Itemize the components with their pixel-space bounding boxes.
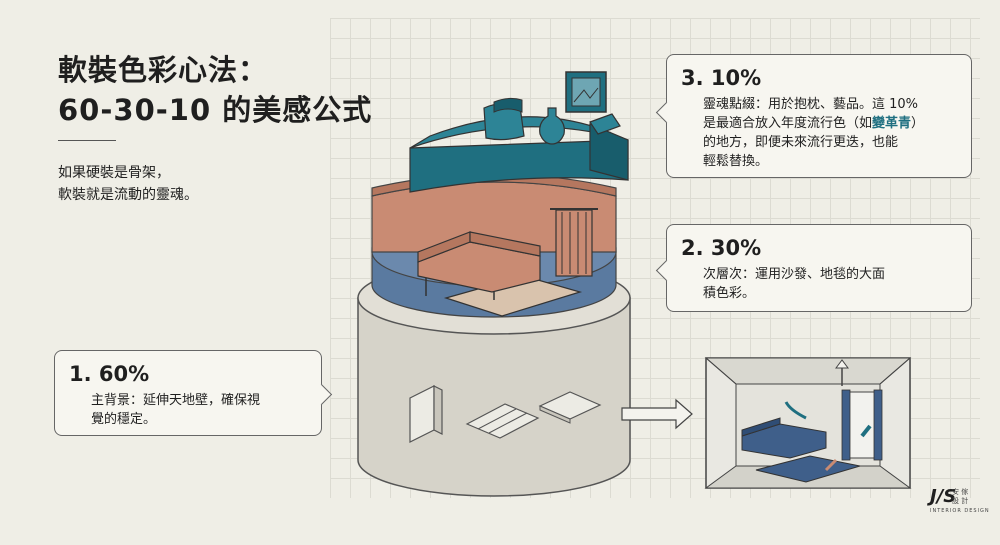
title-divider — [58, 140, 116, 141]
brand-logo: J/S INTERIOR DESIGN 安 傢 設 計 — [930, 486, 990, 515]
folded-throw-icon — [589, 113, 621, 135]
pillow-icon — [483, 97, 525, 141]
callout-30-percent: 2. 30% 次層次：運用沙發、地毯的大面 積色彩。 — [655, 224, 972, 312]
callout-30-title: 2. 30% — [681, 236, 762, 260]
logo-cjk-line-1: 安 傢 — [952, 488, 969, 496]
callout-10-line-4: 輕鬆替換。 — [703, 154, 769, 169]
room-illustration — [704, 357, 912, 489]
logo-cjk: 安 傢 設 計 — [952, 488, 968, 506]
subtitle: 如果硬裝是骨架， 軟裝就是流動的靈魂。 — [58, 162, 198, 206]
title-line-2: 60-30-10 的美感公式 — [58, 93, 373, 127]
callout-30-line-1: 次層次：運用沙發、地毯的大面 — [703, 267, 886, 282]
sofa-icon — [417, 231, 541, 300]
page-title: 軟裝色彩心法： 60-30-10 的美感公式 — [58, 50, 372, 130]
logo-mark: J/S — [930, 486, 957, 507]
callout-60-percent: 1. 60% 主背景：延伸天地壁，確保視 覺的穩定。 — [54, 350, 333, 436]
ceiling-panel-icon — [538, 391, 602, 424]
floor-plank-icon — [465, 403, 540, 439]
callout-10-line-2a: 是最適合放入年度流行色（如 — [703, 116, 873, 131]
wall-tile-icon — [409, 385, 443, 443]
callout-60-line-2: 覺的穩定。 — [91, 412, 157, 427]
callout-30-line-2: 積色彩。 — [703, 286, 756, 301]
picture-frame-icon — [565, 71, 607, 113]
callout-10-line-2: 是最適合放入年度流行色（如變革青） — [703, 114, 959, 133]
callout-10-line-3: 的地方，即便未來流行更迭，也能 — [703, 135, 899, 150]
arrow-right-icon — [621, 398, 693, 430]
callout-60-line-1: 主背景：延伸天地壁，確保視 — [91, 393, 261, 408]
callout-10-title: 3. 10% — [681, 66, 762, 90]
callout-10-percent: 3. 10% 靈魂點綴：用於抱枕、藝品。這 10% 是最適合放入年度流行色（如變… — [655, 54, 972, 178]
highlight-color-name: 變革青 — [872, 116, 912, 131]
callout-10-desc: 靈魂點綴：用於抱枕、藝品。這 10% 是最適合放入年度流行色（如變革青） 的地方… — [681, 95, 959, 171]
logo-cjk-line-2: 設 計 — [952, 497, 969, 505]
callout-60-title: 1. 60% — [69, 362, 150, 386]
title-line-1: 軟裝色彩心法： — [58, 53, 269, 87]
top-layer-10 — [409, 116, 629, 193]
callout-10-line-1: 靈魂點綴：用於抱枕、藝品。這 10% — [703, 97, 919, 112]
callout-60-desc: 主背景：延伸天地壁，確保視 覺的穩定。 — [69, 391, 309, 429]
subtitle-line-1: 如果硬裝是骨架， — [58, 165, 170, 181]
callout-10-line-2b: ） — [911, 116, 925, 131]
subtitle-line-2: 軟裝就是流動的靈魂。 — [58, 187, 198, 203]
logo-subtitle: INTERIOR DESIGN — [930, 508, 990, 514]
vase-icon — [539, 107, 565, 145]
callout-30-desc: 次層次：運用沙發、地毯的大面 積色彩。 — [681, 265, 959, 303]
curtain-icon — [550, 208, 598, 277]
